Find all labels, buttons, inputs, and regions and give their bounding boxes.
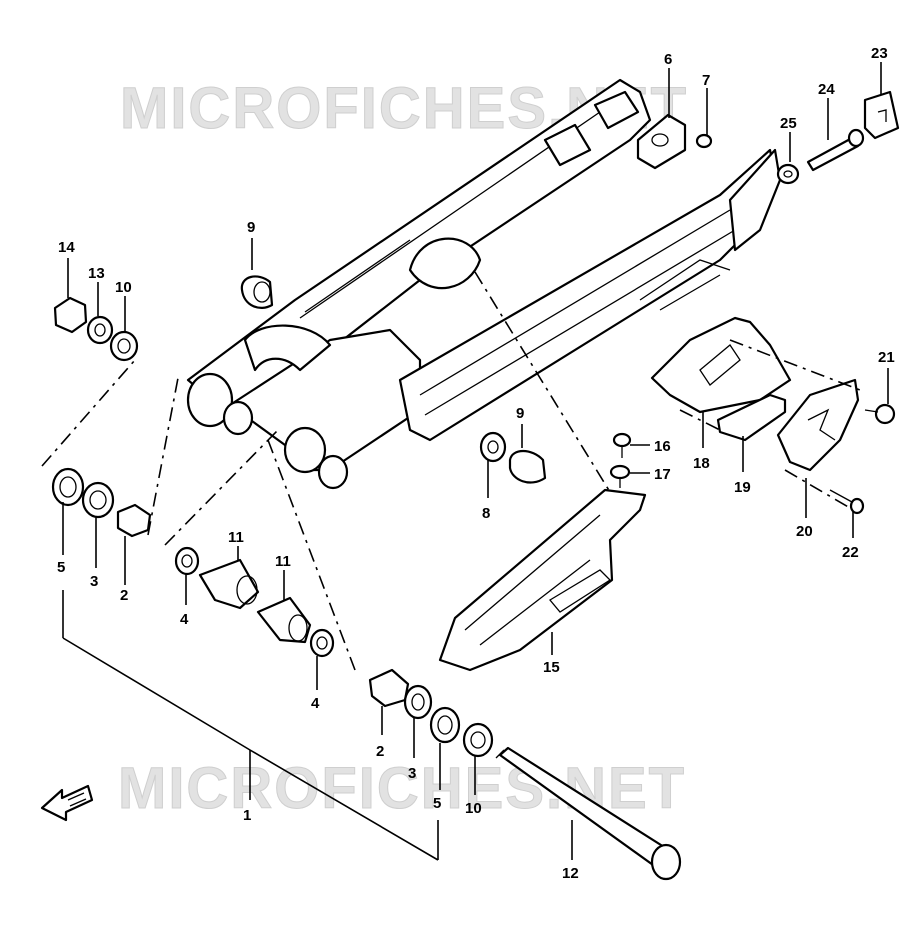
part-11-sleeve-b (256, 596, 312, 644)
callout-2-bottom: 2 (376, 743, 384, 760)
part-6-bracket (636, 113, 687, 170)
part-12-axle (495, 746, 682, 881)
part-10-left (109, 330, 139, 362)
callout-13: 13 (88, 265, 105, 282)
part-18-plate (650, 316, 792, 414)
callout-11-a: 11 (228, 529, 244, 546)
callout-23: 23 (871, 45, 888, 62)
part-3-bottom (403, 684, 433, 720)
callout-19: 19 (734, 479, 751, 496)
part-3-left (81, 481, 115, 519)
part-14-nut (53, 296, 88, 334)
alignment-lines (41, 271, 861, 671)
part-2-left (116, 503, 152, 538)
callout-7: 7 (702, 72, 710, 89)
callout-4-left: 4 (180, 611, 189, 628)
callout-20: 20 (796, 523, 813, 540)
callout-5-left: 5 (57, 559, 65, 576)
callout-12: 12 (562, 865, 579, 882)
part-5-bottom (429, 706, 461, 744)
callout-9-middle: 9 (516, 405, 524, 422)
callout-17: 17 (654, 466, 671, 483)
callout-9-upper: 9 (247, 219, 255, 236)
part-19-slider (716, 393, 787, 442)
part-17-screw (609, 464, 631, 488)
part-16-screw (612, 432, 632, 458)
part-15-chain-guide (438, 488, 647, 672)
callout-8: 8 (482, 505, 490, 522)
callout-2-left: 2 (120, 587, 128, 604)
part-25-nut (776, 163, 800, 185)
part-20-plate (776, 378, 860, 472)
callout-21: 21 (878, 349, 895, 366)
callout-10-left: 10 (115, 279, 132, 296)
callout-1: 1 (243, 807, 251, 824)
callout-25: 25 (780, 115, 797, 132)
swingarm (186, 78, 782, 490)
callout-16: 16 (654, 438, 671, 455)
part-21-bolt (864, 403, 896, 425)
callout-15: 15 (543, 659, 560, 676)
callout-4-right: 4 (311, 695, 320, 712)
callout-14: 14 (58, 239, 75, 256)
part-24-bolt (806, 128, 865, 172)
part-7-bolt (695, 133, 713, 149)
callout-6: 6 (664, 51, 672, 68)
front-arrow-icon (40, 784, 94, 822)
callout-11-b: 11 (275, 553, 291, 570)
part-8-bearing (479, 431, 507, 463)
part-9-upper (240, 275, 274, 309)
part-5-left (51, 467, 85, 507)
callout-18: 18 (693, 455, 710, 472)
part-4-left (174, 546, 200, 576)
callout-22: 22 (842, 544, 859, 561)
callout-10-bottom: 10 (465, 800, 482, 817)
part-10-bottom (462, 722, 494, 758)
callout-labels: 1 2 2 3 3 4 4 5 5 6 7 8 9 9 10 10 11 11 … (57, 45, 895, 882)
callout-3-left: 3 (90, 573, 98, 590)
callout-24: 24 (818, 81, 835, 98)
part-9-middle (508, 449, 547, 484)
leader-lines (62, 62, 889, 861)
part-22-bolt (829, 489, 865, 515)
part-13-washer (86, 315, 114, 345)
part-11-sleeve-a (198, 558, 260, 610)
callout-5-bottom: 5 (433, 795, 441, 812)
callout-3-bottom: 3 (408, 765, 416, 782)
part-23-cap (863, 90, 900, 140)
part-2-bottom (368, 668, 410, 708)
part-4-right (309, 628, 335, 658)
